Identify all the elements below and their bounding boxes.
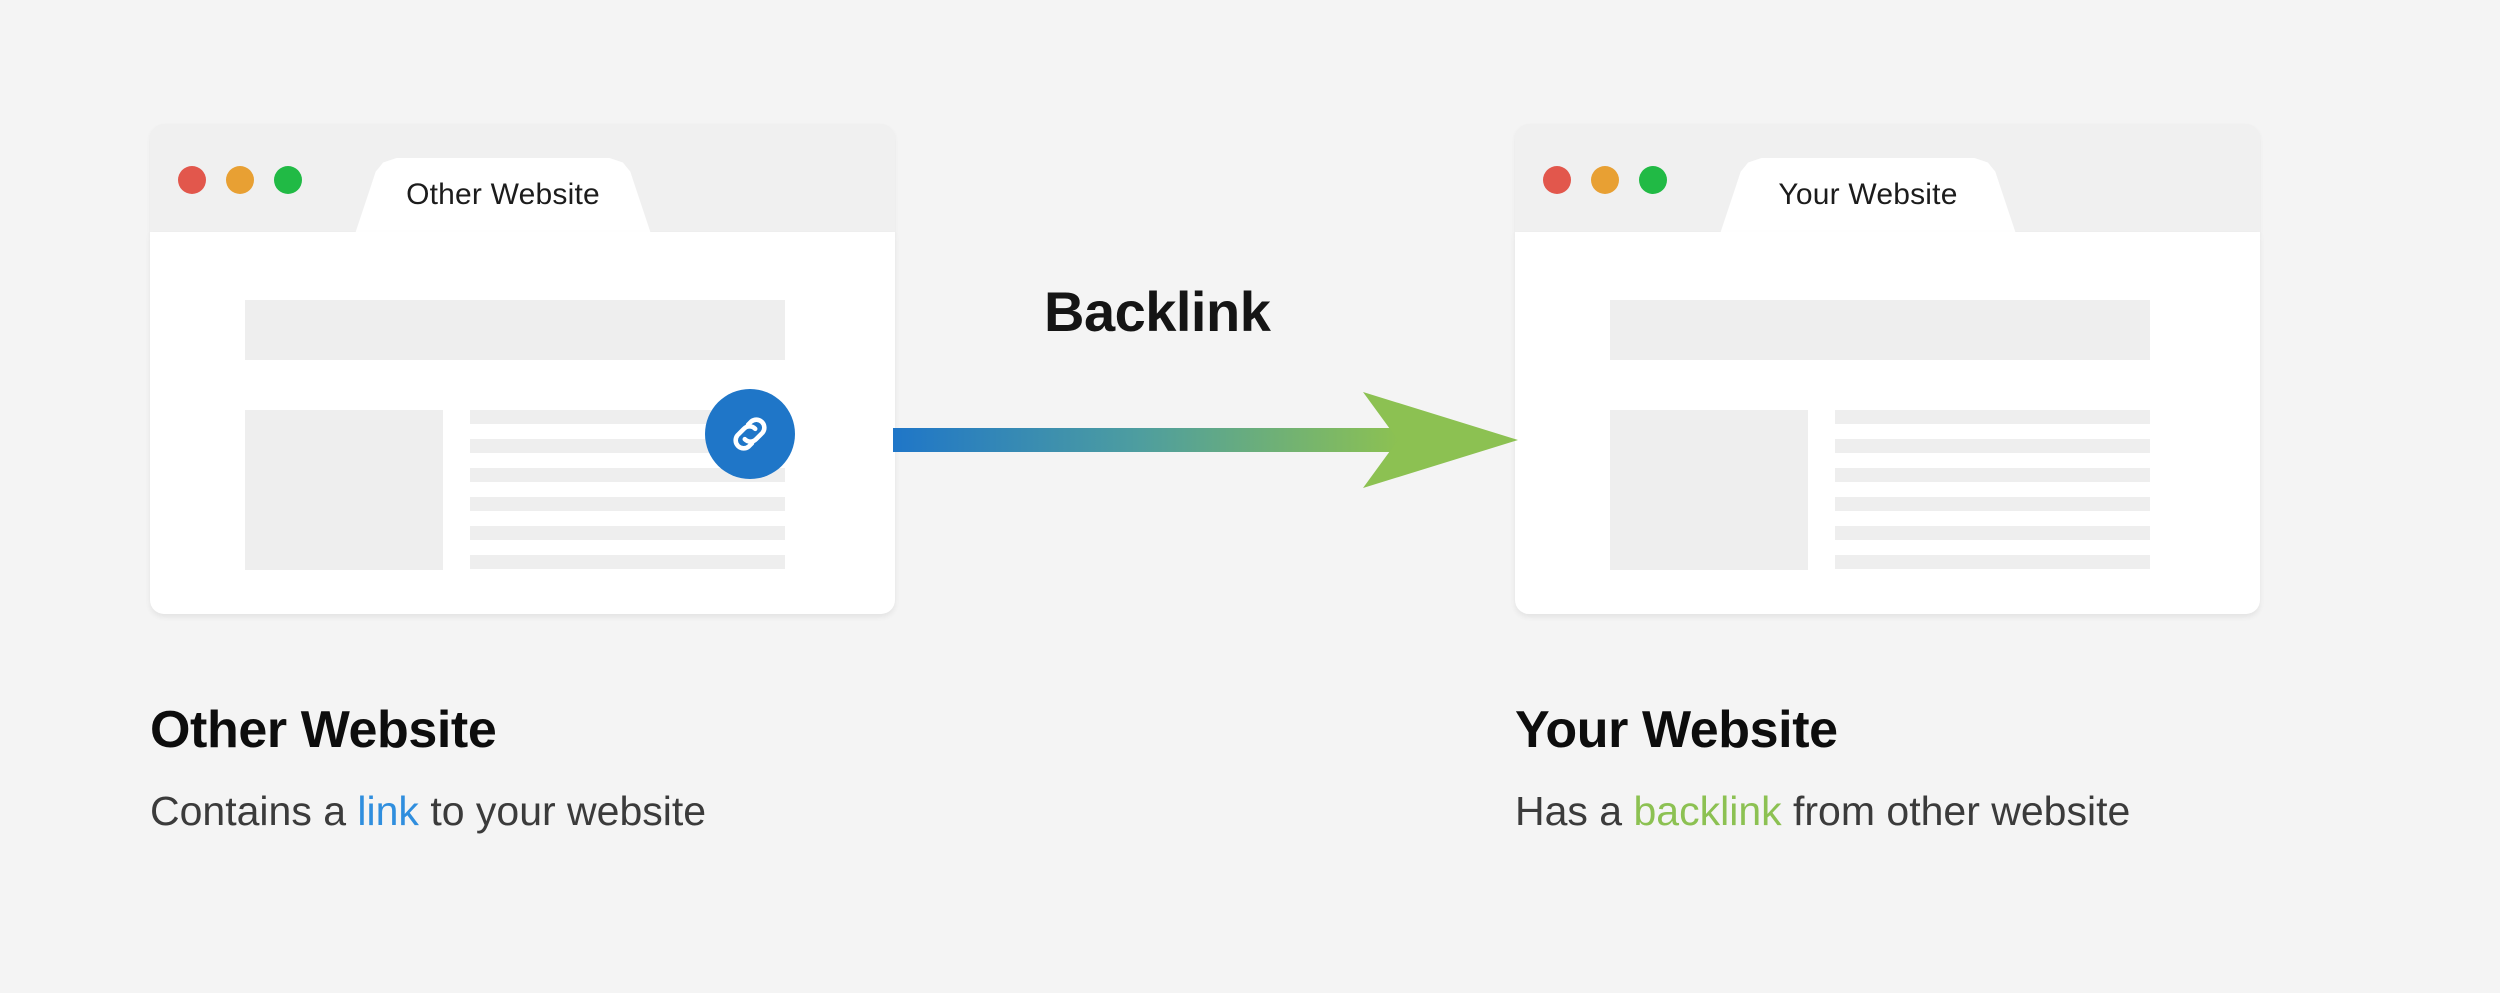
caption-sub-after: from other website [1781, 788, 2131, 834]
caption-title: Other Website [150, 701, 497, 759]
placeholder-text-lines [1835, 410, 2150, 570]
caption-your-website: Your Website Has a backlink from other w… [1515, 700, 2415, 835]
placeholder-line [470, 526, 785, 540]
caption-sub-before: Has a [1515, 788, 1634, 834]
placeholder-line [1835, 555, 2150, 569]
caption-other-website: Other Website Contains a link to your we… [150, 700, 1050, 835]
minimize-dot-icon[interactable] [226, 166, 254, 194]
browser-viewport [1515, 232, 2260, 614]
browser-chrome-bar: Your Website [1515, 124, 2260, 234]
maximize-dot-icon[interactable] [274, 166, 302, 194]
caption-sub-highlight-link[interactable]: link [357, 788, 419, 834]
placeholder-line [470, 555, 785, 569]
caption-sub-before: Contains a [150, 788, 358, 834]
close-dot-icon[interactable] [178, 166, 206, 194]
backlink-arrow [893, 386, 1523, 494]
caption-sub-after: to your website [418, 788, 707, 834]
traffic-light-group [178, 166, 302, 194]
caption-subtitle: Has a backlink from other website [1515, 788, 2415, 835]
browser-tab-your-website[interactable]: Your Website [1720, 158, 2016, 234]
placeholder-text-lines [470, 410, 785, 570]
placeholder-line [1835, 410, 2150, 424]
link-chain-icon [733, 417, 767, 451]
caption-sub-highlight-backlink[interactable]: backlink [1633, 788, 1782, 834]
placeholder-image-block [245, 410, 443, 570]
placeholder-line [470, 497, 785, 511]
placeholder-line [470, 468, 785, 482]
placeholder-line [1835, 439, 2150, 453]
maximize-dot-icon[interactable] [1639, 166, 1667, 194]
browser-tab-label: Your Website [1778, 178, 1958, 211]
browser-chrome-bar: Other Website [150, 124, 895, 234]
backlink-label: Backlink [1044, 280, 1271, 343]
traffic-light-group [1543, 166, 1667, 194]
browser-window-other-website: Other Website [150, 124, 895, 614]
placeholder-header-bar [1610, 300, 2150, 360]
placeholder-header-bar [245, 300, 785, 360]
close-dot-icon[interactable] [1543, 166, 1571, 194]
minimize-dot-icon[interactable] [1591, 166, 1619, 194]
browser-tab-other-website[interactable]: Other Website [355, 158, 651, 234]
browser-tab-label: Other Website [406, 178, 600, 211]
placeholder-image-block [1610, 410, 1808, 570]
placeholder-line [1835, 526, 2150, 540]
placeholder-line [1835, 497, 2150, 511]
browser-window-your-website: Your Website [1515, 124, 2260, 614]
placeholder-line [1835, 468, 2150, 482]
caption-subtitle: Contains a link to your website [150, 788, 1050, 835]
caption-title: Your Website [1515, 701, 1838, 759]
arrow-svg [893, 392, 1518, 488]
link-chain-badge[interactable] [705, 389, 795, 479]
